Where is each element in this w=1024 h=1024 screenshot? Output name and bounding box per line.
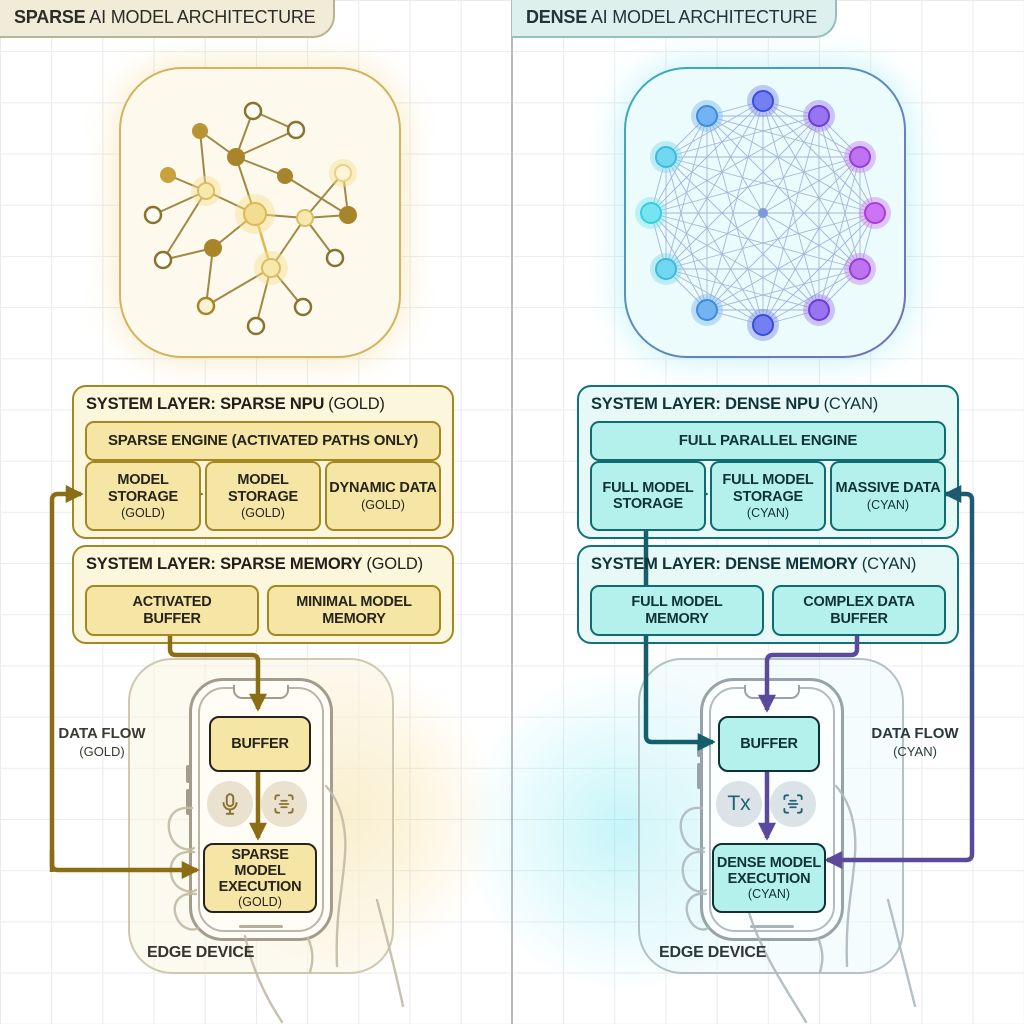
chip-note: (CYAN)	[746, 505, 790, 520]
buffer-label: BUFFER	[740, 735, 798, 752]
text-recognition-icon: Tx	[716, 781, 762, 827]
sparse-edge-device-caption: EDGE DEVICE	[147, 944, 255, 961]
chip-label: MASSIVE DATA	[835, 480, 941, 497]
sparse-data-flow-label: DATA FLOW (GOLD)	[52, 725, 152, 760]
dense-title-tab: DENSE AI MODEL ARCHITECTURE	[512, 0, 838, 38]
phone-side-button	[697, 763, 701, 789]
flow-label-note: (CYAN)	[893, 743, 937, 759]
dense-massive-data: MASSIVE DATA(CYAN)	[830, 461, 946, 531]
sparse-network-graphic	[119, 67, 401, 358]
sparse-engine-label: SPARSE ENGINE (ACTIVATED PATHS ONLY)	[107, 431, 419, 449]
sparse-title-brand: SPARSE	[14, 7, 86, 27]
dense-npu-title: SYSTEM LAYER: DENSE NPU(CYAN)	[591, 395, 878, 414]
buffer-label: BUFFER	[231, 735, 289, 752]
microphone-icon	[207, 781, 253, 827]
flow-label-text: DATA FLOW	[871, 725, 959, 742]
sparse-npu-title-text: SYSTEM LAYER: SPARSE NPU	[86, 395, 325, 413]
chip-label: ACTIVATED BUFFER	[132, 594, 212, 627]
sparse-activated-buffer: ACTIVATED BUFFER	[85, 585, 259, 636]
execution-label: DENSE MODEL EXECUTION	[716, 854, 822, 887]
sparse-npu-title-note: (GOLD)	[328, 395, 385, 413]
chip-label: MODEL STORAGE	[227, 472, 299, 505]
phone-notch	[744, 685, 800, 699]
sparse-title-tab: SPARSE AI MODEL ARCHITECTURE	[0, 0, 336, 38]
phone-side-button	[697, 739, 701, 757]
execution-note: (GOLD)	[238, 895, 282, 910]
flow-label-note: (GOLD)	[79, 743, 125, 759]
tx-label: Tx	[727, 792, 751, 815]
chip-label: MINIMAL MODEL MEMORY	[296, 594, 412, 627]
sparse-minimal-model-memory: MINIMAL MODEL MEMORY	[267, 585, 441, 636]
phone-home-indicator	[750, 925, 794, 928]
dense-network-graphic	[624, 67, 906, 358]
dense-full-model-storage-1: FULL MODEL STORAGE	[590, 461, 706, 531]
execution-label: SPARSE MODEL EXECUTION	[218, 846, 302, 896]
dense-engine-box: FULL PARALLEL ENGINE	[590, 421, 946, 461]
chip-note: (GOLD)	[361, 497, 405, 512]
phone-notch	[233, 685, 289, 699]
dense-memory-title-text: SYSTEM LAYER: DENSE MEMORY	[591, 555, 858, 573]
flow-label-text: DATA FLOW	[58, 725, 146, 742]
phone-home-indicator	[239, 925, 283, 928]
sparse-title-rest: AI MODEL ARCHITECTURE	[85, 7, 316, 27]
chip-label: COMPLEX DATA BUFFER	[803, 594, 915, 627]
dense-engine-label: FULL PARALLEL ENGINE	[678, 431, 858, 449]
scan-text-icon	[261, 781, 307, 827]
dense-full-model-storage-2: FULL MODEL STORAGE(CYAN)	[710, 461, 826, 531]
scan-text-icon	[770, 781, 816, 827]
sparse-dynamic-data: DYNAMIC DATA(GOLD)	[325, 461, 441, 531]
dense-memory-title: SYSTEM LAYER: DENSE MEMORY(CYAN)	[591, 555, 916, 574]
chip-note: (GOLD)	[121, 505, 165, 520]
phone-side-button	[186, 765, 190, 783]
sparse-model-storage-2: MODEL STORAGE(GOLD)	[205, 461, 321, 531]
sparse-model-storage-1: MODEL STORAGE(GOLD)	[85, 461, 201, 531]
dense-title-brand: DENSE	[526, 7, 588, 27]
dense-edge-device-caption: EDGE DEVICE	[659, 944, 767, 961]
sparse-buffer-box: BUFFER	[209, 716, 311, 772]
sparse-execution-box: SPARSE MODEL EXECUTION (GOLD)	[203, 843, 317, 913]
chip-label: MODEL STORAGE	[107, 472, 179, 505]
execution-note: (CYAN)	[747, 887, 791, 902]
center-divider	[511, 0, 513, 1024]
sparse-npu-title: SYSTEM LAYER: SPARSE NPU(GOLD)	[86, 395, 385, 414]
dense-npu-title-text: SYSTEM LAYER: DENSE NPU	[591, 395, 820, 413]
chip-note: (GOLD)	[241, 505, 285, 520]
chip-label: FULL MODEL STORAGE	[722, 472, 814, 505]
dense-buffer-box: BUFFER	[718, 716, 820, 772]
sparse-memory-title-text: SYSTEM LAYER: SPARSE MEMORY	[86, 555, 363, 573]
sparse-memory-title: SYSTEM LAYER: SPARSE MEMORY(GOLD)	[86, 555, 423, 574]
chip-label: FULL MODEL MEMORY	[631, 594, 723, 627]
sparse-memory-title-note: (GOLD)	[366, 555, 423, 573]
phone-side-button	[186, 789, 190, 815]
dense-data-flow-label: DATA FLOW (CYAN)	[865, 725, 965, 760]
chip-label: DYNAMIC DATA	[329, 480, 437, 497]
dense-memory-title-note: (CYAN)	[861, 555, 917, 573]
dense-complex-data-buffer: COMPLEX DATA BUFFER	[772, 585, 946, 636]
dense-full-model-memory: FULL MODEL MEMORY	[590, 585, 764, 636]
chip-label: FULL MODEL STORAGE	[602, 479, 694, 512]
dense-title-rest: AI MODEL ARCHITECTURE	[587, 7, 818, 27]
dense-npu-title-note: (CYAN)	[823, 395, 879, 413]
dense-execution-box: DENSE MODEL EXECUTION (CYAN)	[712, 843, 826, 913]
sparse-engine-box: SPARSE ENGINE (ACTIVATED PATHS ONLY)	[85, 421, 441, 461]
chip-note: (CYAN)	[866, 497, 910, 512]
